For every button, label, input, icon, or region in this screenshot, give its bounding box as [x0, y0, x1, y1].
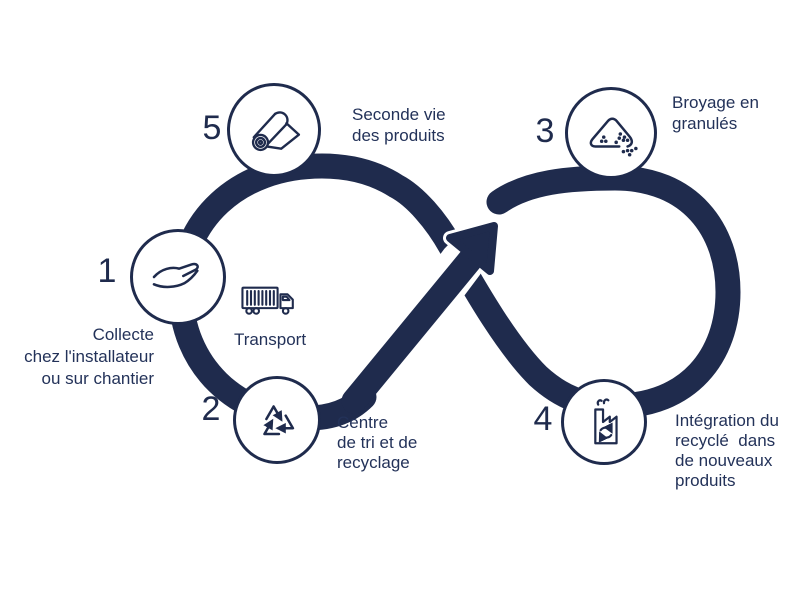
step-4-number: 4 — [533, 400, 553, 438]
step-5-badge — [227, 83, 321, 177]
step-2-badge — [233, 376, 321, 464]
smoke-curl — [596, 399, 603, 406]
smoke-curl — [602, 398, 610, 405]
arrow-shaft — [341, 247, 483, 414]
transport-group: Transport — [230, 282, 310, 350]
step-2-number: 2 — [201, 390, 221, 428]
giving-hand-icon — [152, 262, 199, 289]
step-5-label: Seconde vie des produits — [352, 105, 446, 145]
step-1-number: 1 — [97, 252, 117, 290]
step-1-badge — [130, 229, 226, 325]
step-4-label: Intégration du recyclé dans de nouveaux … — [675, 411, 779, 490]
arrowhead — [446, 222, 498, 275]
step-3-badge — [565, 87, 657, 179]
material-roll-icon — [251, 111, 301, 152]
step-4-badge — [561, 379, 647, 465]
transport-label: Transport — [233, 330, 307, 349]
factory-icon — [594, 398, 618, 445]
truck-icon — [241, 286, 294, 315]
step-2-label: Centre de tri et de recyclage — [337, 413, 418, 472]
granule-dots — [599, 132, 638, 157]
step-3-label: Broyage en granulés — [672, 93, 759, 133]
step-3-number: 3 — [535, 112, 555, 150]
step-5-number: 5 — [202, 109, 222, 147]
recycling-arrows-icon — [263, 405, 295, 436]
granules-pile-icon — [589, 117, 638, 157]
step-1-label: Collecte chez l'installateur ou sur chan… — [24, 325, 154, 388]
